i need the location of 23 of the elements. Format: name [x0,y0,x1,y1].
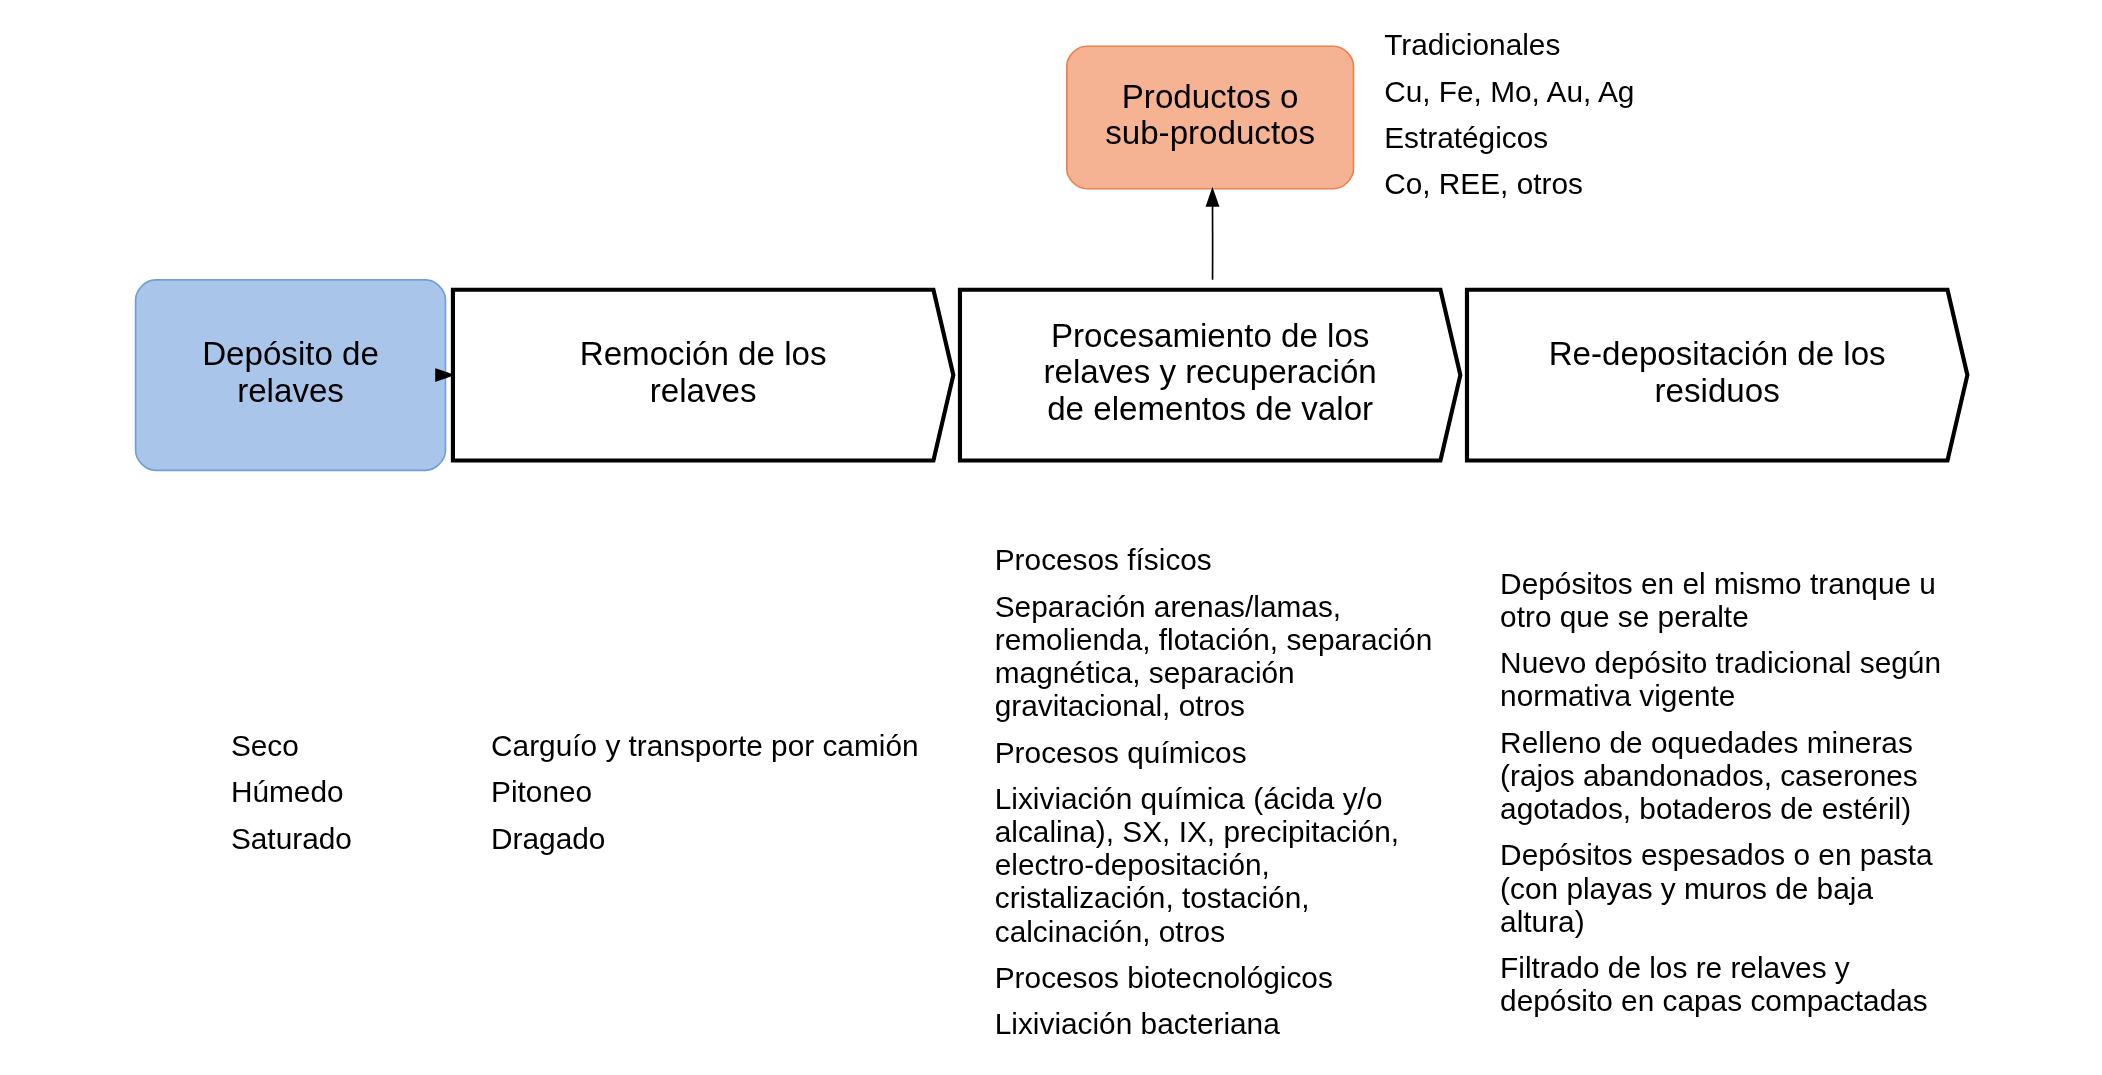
node-label: Procesos biotecnológicos [994,961,1333,995]
node-label: Tradicionales [1383,28,1560,62]
node-label: Dragado [490,821,605,855]
node-label: Depósitos espesados o en pasta (con playas y muros de baja altura) [1499,838,1933,938]
node-label: Carguío y transporte por camión [490,729,919,763]
node-label: Estratégicos [1383,120,1548,154]
node-label: Procesos químicos [994,735,1247,769]
node-label: Co, REE, otros [1383,167,1583,201]
node-box: Productos o sub-productos [1065,45,1354,190]
arrow [1205,186,1219,281]
node-label: Pitoneo [490,775,592,809]
node-label: Saturado [230,821,352,855]
node-label: Separación arenas/lamas, remolienda, flotación, separación magnética, separación gravitacional, otros [994,589,1432,723]
node-label: Nuevo depósito tradicional según normativa vigente [1499,646,1941,713]
node-label: Húmedo [230,775,344,809]
node-label: Seco [230,729,299,763]
node-label: Lixiviación química (ácida y/o alcalina), SX, IX, precipitación, electro-depositación, cristalización, tostación, calcinación, otros [994,782,1399,948]
node-label: Relleno de oquedades mineras (rajos abandonados, caserones agotados, botaderos de estéril) [1499,725,1918,826]
node-label: Lixiviación bacteriana [994,1007,1280,1041]
node-label: Cu, Fe, Mo, Au, Ag [1383,74,1634,108]
node-label: Procesos físicos [994,543,1212,577]
node-label: Filtrado de los re relaves y depósito en capas compactadas [1499,951,1928,1018]
node-label: Depósitos en el mismo tranque u otro que se peralte [1499,566,1936,633]
